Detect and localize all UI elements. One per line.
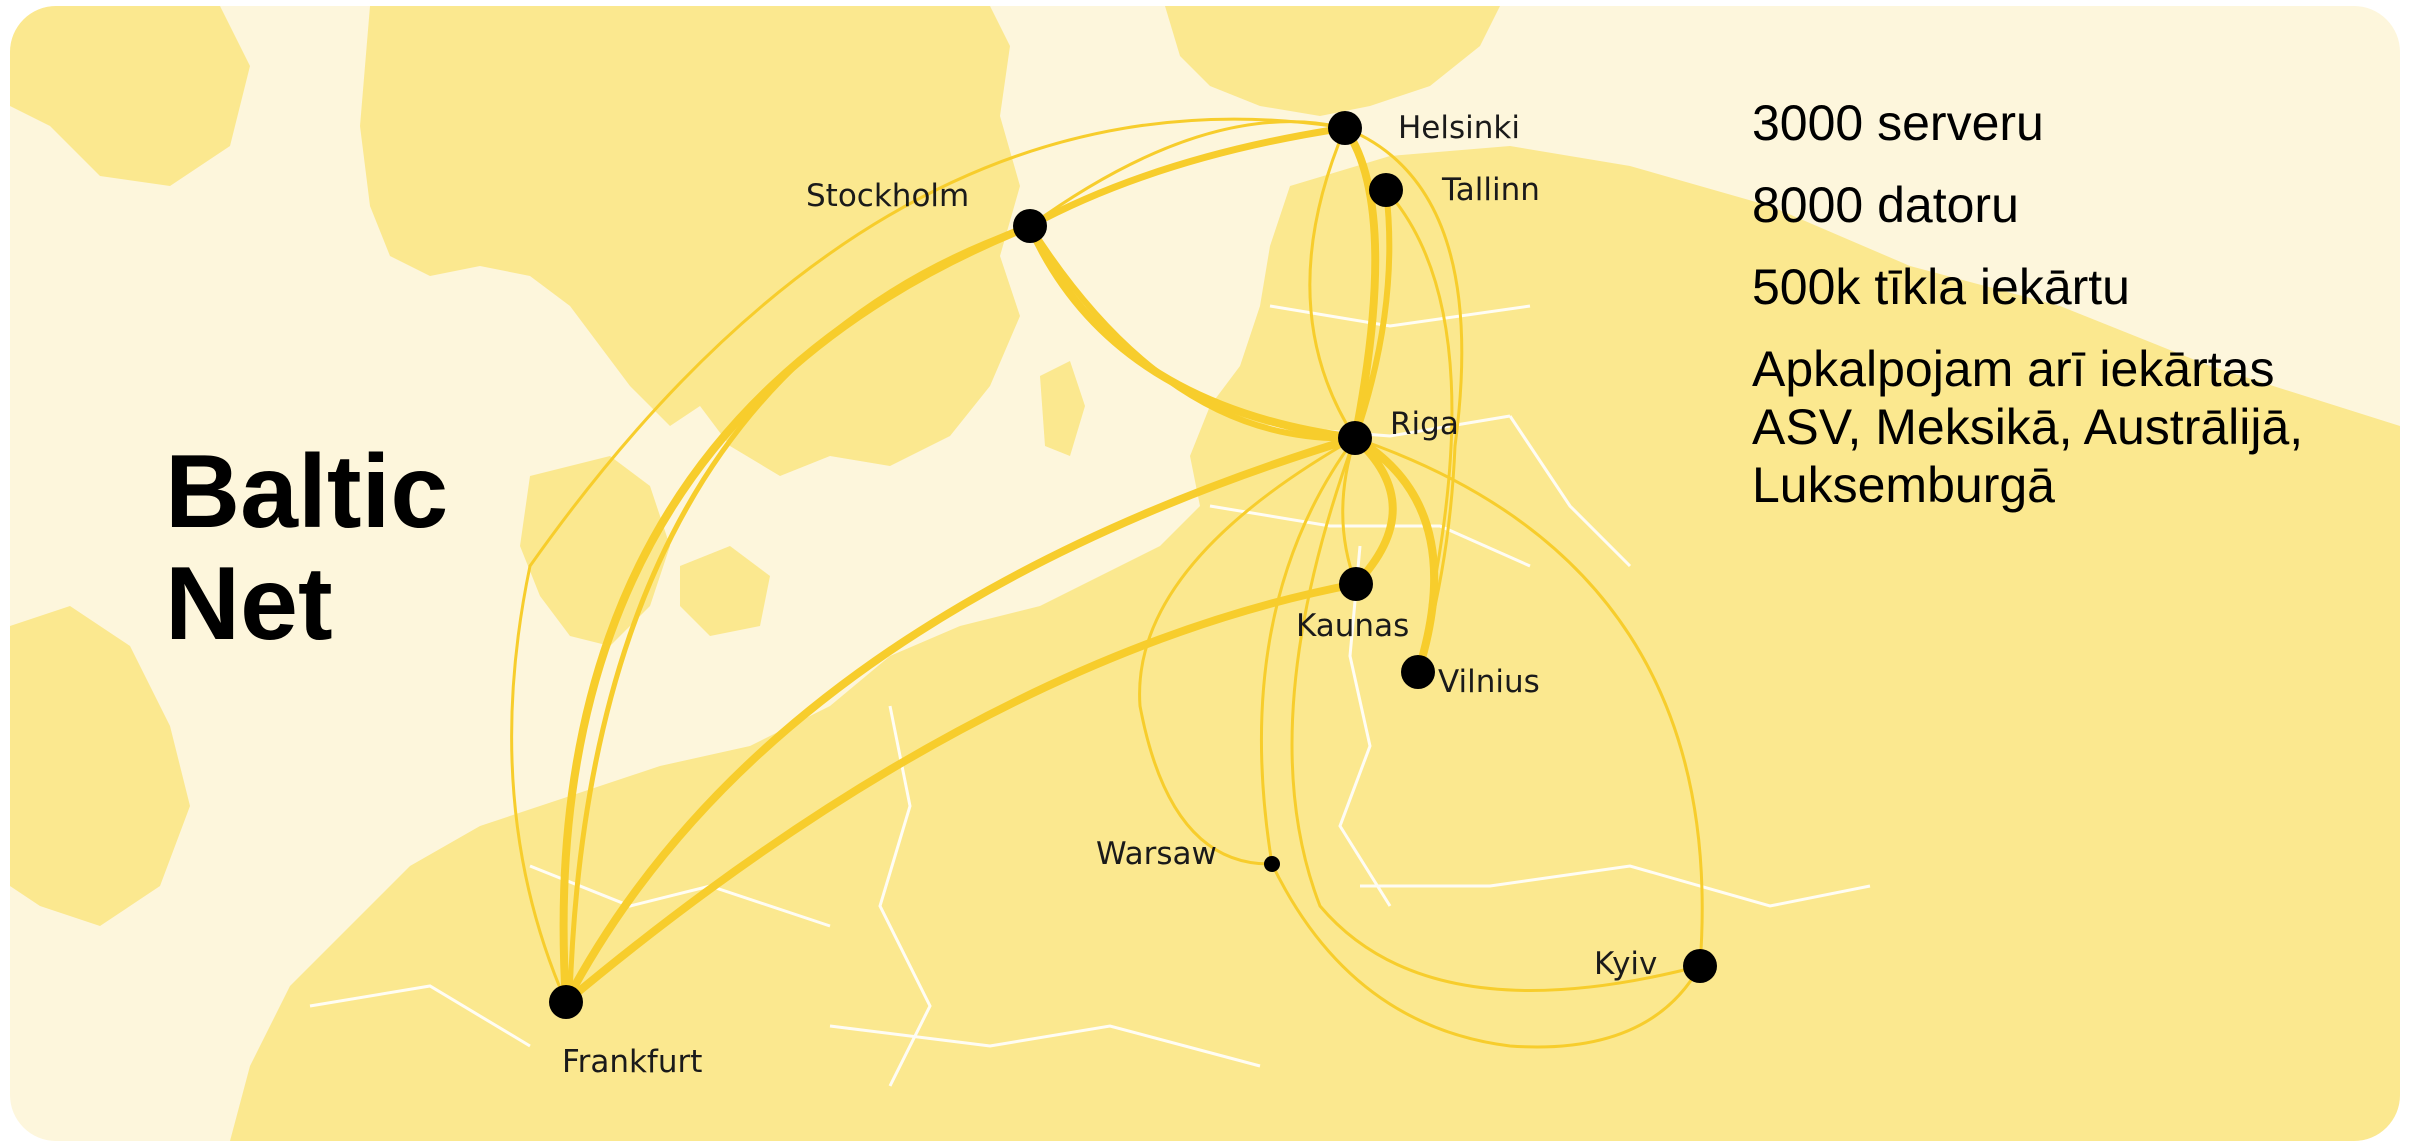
land-finland: [1165, 6, 1500, 116]
city-layer: [549, 111, 1717, 1019]
city-label-tallinn: Tallinn: [1441, 172, 1540, 208]
land-west-coast: [10, 606, 190, 926]
city-marker-tallinn[interactable]: [1369, 173, 1403, 207]
route-riga-warsaw: [1260, 436, 1357, 866]
city-label-stockholm: Stockholm: [806, 178, 969, 214]
route-layer: [510, 117, 1704, 1049]
map-card: Helsinki Tallinn Stockholm Riga Kaunas V…: [10, 6, 2400, 1141]
stats-list: 3000 serveru 8000 datoru 500k tīkla iekā…: [1752, 94, 2392, 514]
network-map: Helsinki Tallinn Stockholm Riga Kaunas V…: [10, 6, 2400, 1141]
land-danish-islands: [680, 546, 770, 636]
stat-network-devices: 500k tīkla iekārtu: [1752, 259, 2130, 315]
city-marker-helsinki[interactable]: [1328, 111, 1362, 145]
city-marker-warsaw[interactable]: [1264, 856, 1280, 872]
city-label-kyiv: Kyiv: [1594, 946, 1657, 982]
city-label-kaunas: Kaunas: [1296, 608, 1409, 644]
route-riga-kaunas: [1351, 434, 1397, 588]
city-marker-stockholm[interactable]: [1013, 209, 1047, 243]
land-mainland-europe: [230, 146, 2400, 1141]
title-line-1: Baltic: [165, 434, 449, 550]
city-label-vilnius: Vilnius: [1438, 664, 1540, 700]
stat-computers: 8000 datoru: [1752, 177, 2019, 233]
city-label-warsaw: Warsaw: [1096, 836, 1217, 872]
route-warsaw-kyiv: [1270, 862, 1702, 1049]
city-labels: Helsinki Tallinn Stockholm Riga Kaunas V…: [562, 110, 1657, 1080]
route-riga-frankfurt: [562, 434, 1359, 1006]
city-marker-frankfurt[interactable]: [549, 985, 583, 1019]
land-gotland: [1040, 361, 1085, 456]
city-marker-kaunas[interactable]: [1339, 567, 1373, 601]
route-stockholm-helsinki: [1026, 124, 1349, 230]
land-scandinavia: [360, 6, 1020, 476]
stat-international-service: Apkalpojam arī iekārtas ASV, Meksikā, Au…: [1752, 341, 2304, 513]
route-helsinki-tallinn-loop: [1343, 126, 1464, 674]
route-riga-kyiv: [1353, 436, 1704, 968]
route-riga-warsaw-loop: [1138, 436, 1357, 866]
land-northwest: [10, 6, 250, 186]
route-tallinn-riga: [1352, 187, 1393, 441]
route-tallinn-vilnius: [1384, 188, 1454, 608]
city-marker-kyiv[interactable]: [1683, 949, 1717, 983]
city-label-frankfurt: Frankfurt: [562, 1044, 702, 1080]
route-helsinki-frankfurt: [510, 117, 1347, 1004]
route-stockholm-frankfurt: [559, 222, 1034, 1006]
route-kaunas-frankfurt: [562, 580, 1360, 1006]
city-label-riga: Riga: [1390, 406, 1459, 442]
route-helsinki-riga-thin: [1308, 126, 1357, 440]
city-label-helsinki: Helsinki: [1398, 110, 1520, 146]
route-stockholm-riga-2: [1027, 223, 1358, 442]
city-marker-riga[interactable]: [1338, 421, 1372, 455]
route-helsinki-riga: [1341, 124, 1380, 442]
title-line-2: Net: [165, 546, 333, 662]
city-marker-vilnius[interactable]: [1401, 655, 1435, 689]
route-stockholm-frankfurt-2: [567, 223, 1033, 999]
stat-servers: 3000 serveru: [1752, 95, 2044, 151]
route-helsinki-stockholm-thin: [1028, 120, 1347, 228]
route-riga-kyiv-outer: [1290, 436, 1702, 992]
land-denmark: [520, 456, 670, 646]
page-title: Baltic Net: [165, 436, 448, 660]
land-layer: [10, 6, 2400, 1141]
